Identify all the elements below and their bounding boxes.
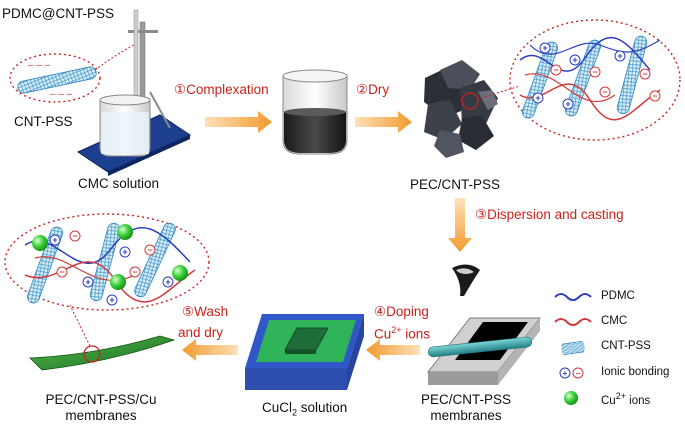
- legend-cnt-pss-symbol: [560, 340, 586, 356]
- legend-ionic-symbol: + −: [559, 367, 584, 379]
- arrow-complexation: [205, 111, 272, 133]
- svg-text:+: +: [52, 235, 57, 245]
- casting-knife: [452, 264, 480, 296]
- step-doping-ions: Cu2+ ions: [374, 325, 431, 342]
- label-pdmc-cnt-pss: PDMC@CNT-PSS: [2, 6, 114, 21]
- svg-text:+: +: [535, 93, 540, 103]
- complexation-beaker: [282, 69, 348, 155]
- svg-text:−: −: [642, 69, 647, 79]
- svg-text:+: +: [563, 369, 568, 378]
- step-complexation: ①Complexation: [174, 82, 269, 97]
- legend-cmc-symbol: [554, 318, 592, 326]
- label-cnt-pss: CNT-PSS: [14, 114, 73, 129]
- svg-text:+: +: [565, 99, 570, 109]
- cmc-solution-setup: [76, 9, 192, 176]
- complex-zoom-inset: + − + + − − + − − +: [509, 19, 681, 141]
- arrow-dry: [355, 111, 412, 133]
- svg-text:– – –: – – –: [50, 89, 73, 100]
- step-wash: ⑤Wash: [182, 304, 229, 319]
- svg-text:−: −: [652, 91, 657, 101]
- svg-text:−: −: [147, 245, 152, 255]
- legend-pdmc: PDMC: [601, 290, 635, 302]
- svg-text:−: −: [576, 369, 581, 378]
- doped-zoom-inset: + − − + + − − + +: [4, 213, 210, 311]
- svg-text:+: +: [572, 55, 577, 65]
- svg-text:−: −: [59, 267, 64, 277]
- step-dispersion-casting: ③Dispersion and casting: [475, 207, 624, 222]
- svg-text:−: −: [592, 67, 597, 77]
- legend-cu-ions: Cu2+ ions: [601, 391, 651, 407]
- cnt-pss-inset: – – – – – –: [9, 44, 135, 103]
- pec-cnt-pss-flakes: [424, 60, 521, 158]
- step-dry: ②Dry: [356, 82, 390, 97]
- legend-cu-symbol: [564, 391, 578, 405]
- legend-cnt-pss: CNT-PSS: [601, 340, 651, 352]
- svg-text:– – –: – – –: [28, 60, 51, 71]
- arrow-dispersion-casting: [448, 198, 472, 252]
- final-membrane: [29, 304, 176, 371]
- svg-text:−: −: [72, 231, 77, 241]
- cucl2-bath: [245, 314, 364, 390]
- arrow-doping: [366, 339, 420, 361]
- arrow-wash-dry: [182, 339, 238, 361]
- svg-text:−: −: [132, 267, 137, 277]
- svg-text:−: −: [553, 65, 558, 75]
- svg-text:+: +: [542, 43, 547, 53]
- legend-cmc: CMC: [601, 315, 628, 327]
- legend-pdmc-symbol: [554, 293, 592, 301]
- svg-text:+: +: [85, 277, 90, 287]
- casting-plate: [426, 317, 542, 385]
- legend-ionic-bonding: Ionic bonding: [601, 366, 670, 378]
- svg-text:+: +: [109, 295, 114, 305]
- svg-text:+: +: [617, 51, 622, 61]
- label-pec-cnt-pss: PEC/CNT-PSS: [410, 177, 501, 192]
- svg-text:−: −: [602, 87, 607, 97]
- step-doping: ④Doping: [374, 304, 429, 319]
- step-and-dry: and dry: [178, 325, 224, 340]
- svg-text:+: +: [122, 247, 127, 257]
- svg-text:+: +: [165, 277, 170, 287]
- label-cucl2-solution: CuCl2 solution: [262, 400, 348, 418]
- legend-symbols: + −: [554, 293, 592, 405]
- label-cmc-solution: CMC solution: [78, 176, 160, 191]
